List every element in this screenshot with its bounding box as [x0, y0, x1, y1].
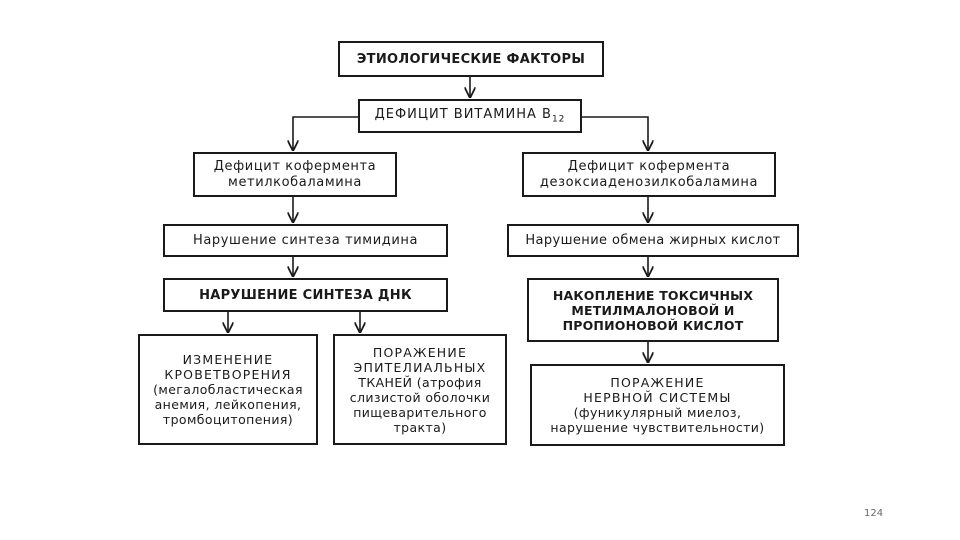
nervous-system-box: ПОРАЖЕНИЕ НЕРВНОЙ СИСТЕМЫ (фуникулярный …: [530, 364, 785, 446]
hematopoiesis-box: ИЗМЕНЕНИЕ КРОВЕТВОРЕНИЯ (мегалобластичес…: [138, 334, 318, 445]
epithelial-detail-1: ТКАНЕЙ (атрофия: [358, 374, 482, 390]
fatty-acid-metabolism-box: Нарушение обмена жирных кислот: [507, 224, 799, 257]
hematopoiesis-heading-1: ИЗМЕНЕНИЕ: [182, 352, 274, 367]
page-number: 124: [864, 508, 884, 519]
right-coenzyme-line-2: дезоксиаденозилкобаламина: [539, 174, 759, 190]
left-coenzyme-line-2: метилкобаламина: [228, 174, 362, 190]
fatty-acid-metabolism-text: Нарушение обмена жирных кислот: [525, 233, 781, 248]
toxic-acids-line-3: ПРОПИОНОВОЙ КИСЛОТ: [562, 317, 744, 333]
epithelial-heading-1: ПОРАЖЕНИЕ: [372, 344, 468, 360]
hematopoiesis-detail-3: тромбоцитопения): [162, 412, 294, 427]
epithelial-detail-3: пищеварительного: [353, 404, 487, 420]
toxic-acids-line-2: МЕТИЛМАЛОНОВОЙ И: [571, 302, 735, 318]
left-coenzyme-box: Дефицит кофермента метилкобаламина: [193, 152, 397, 197]
thymidine-synthesis-box: Нарушение синтеза тимидина: [163, 224, 448, 257]
nervous-heading-1: ПОРАЖЕНИЕ: [610, 375, 705, 390]
nervous-detail-1: (фуникулярный миелоз,: [573, 405, 742, 420]
hematopoiesis-detail-1: (мегалобластическая: [153, 382, 303, 397]
nervous-heading-2: НЕРВНОЙ СИСТЕМЫ: [583, 390, 732, 405]
title-text: ЭТИОЛОГИЧЕСКИЕ ФАКТОРЫ: [356, 51, 586, 67]
hematopoiesis-detail-2: анемия, лейкопения,: [154, 397, 302, 412]
dna-synthesis-box: НАРУШЕНИЕ СИНТЕЗА ДНК: [163, 278, 448, 312]
thymidine-synthesis-text: Нарушение синтеза тимидина: [192, 233, 419, 248]
root-box: ДЕФИЦИТ ВИТАМИНА B12: [358, 99, 582, 133]
epithelial-detail-2: слизистой оболочки: [349, 389, 491, 405]
toxic-acids-box: НАКОПЛЕНИЕ ТОКСИЧНЫХ МЕТИЛМАЛОНОВОЙ И ПР…: [527, 278, 779, 342]
right-coenzyme-line-1: Дефицит кофермента: [567, 158, 731, 174]
epithelial-detail-4: тракта): [393, 419, 447, 435]
toxic-acids-line-1: НАКОПЛЕНИЕ ТОКСИЧНЫХ: [552, 287, 754, 303]
arrow-root-to-left-coenzyme: [293, 116, 358, 150]
root-text: ДЕФИЦИТ ВИТАМИНА B12: [374, 107, 566, 125]
epithelial-heading-2: ЭПИТЕЛИАЛЬНЫХ: [353, 359, 487, 375]
dna-synthesis-text: НАРУШЕНИЕ СИНТЕЗА ДНК: [199, 287, 412, 303]
arrow-root-to-right-coenzyme: [582, 116, 648, 150]
title-box: ЭТИОЛОГИЧЕСКИЕ ФАКТОРЫ: [338, 41, 604, 77]
right-coenzyme-box: Дефицит кофермента дезоксиаденозилкобала…: [522, 152, 776, 197]
epithelial-damage-box: ПОРАЖЕНИЕ ЭПИТЕЛИАЛЬНЫХ ТКАНЕЙ (атрофия …: [333, 334, 507, 445]
left-coenzyme-line-1: Дефицит кофермента: [213, 158, 377, 174]
nervous-detail-2: нарушение чувствительности): [550, 420, 765, 435]
hematopoiesis-heading-2: КРОВЕТВОРЕНИЯ: [164, 367, 292, 382]
